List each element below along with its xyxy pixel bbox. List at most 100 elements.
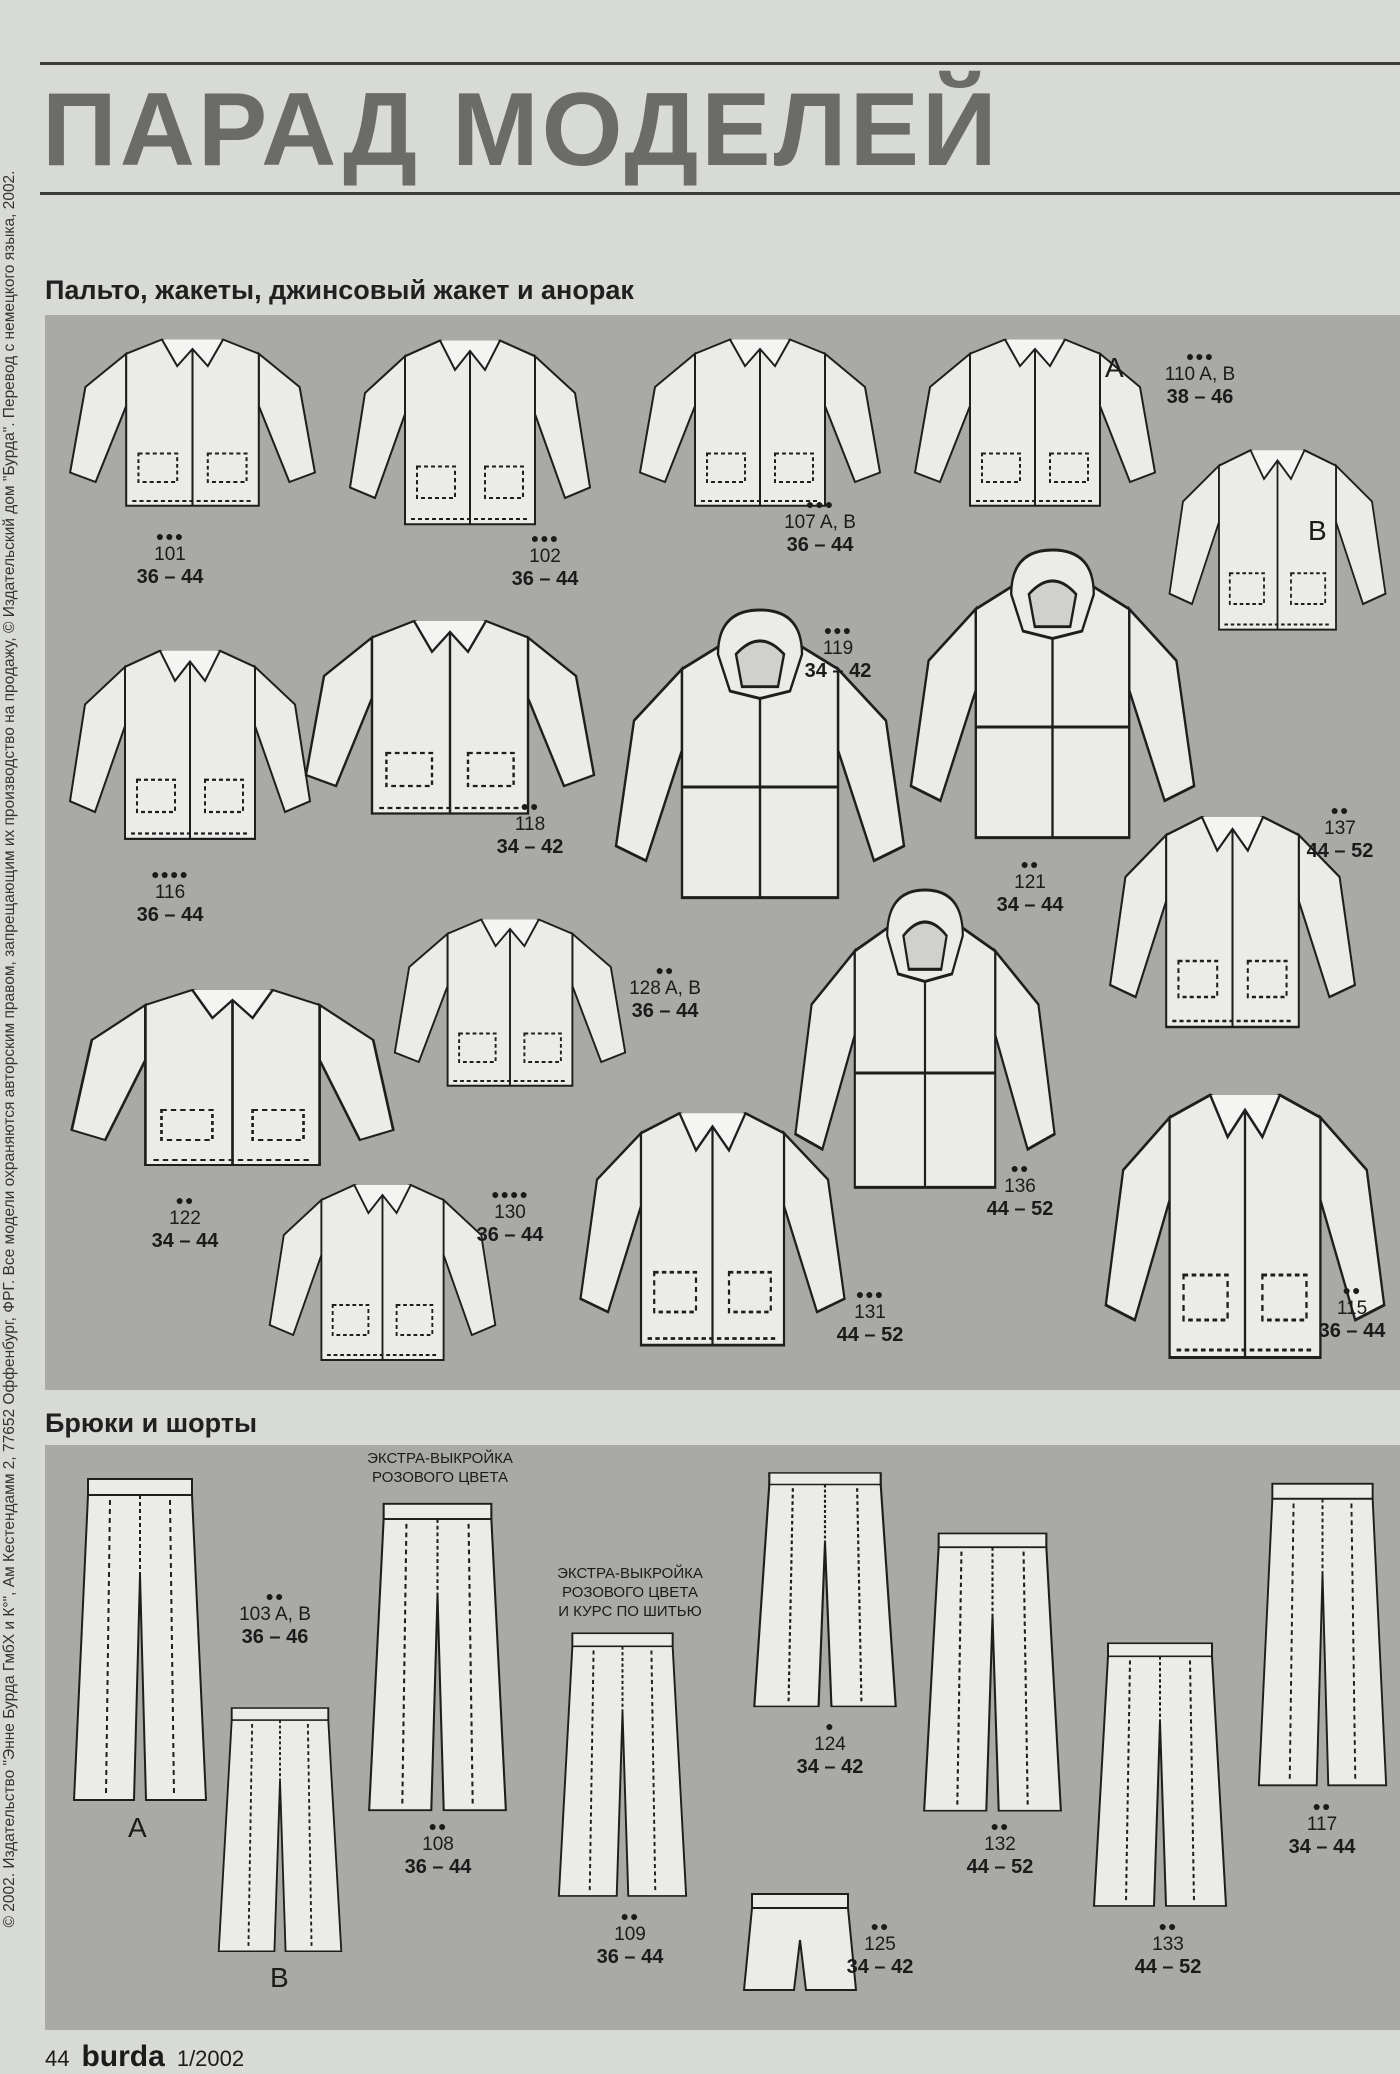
variant-a-label: A xyxy=(1105,352,1124,383)
trousers-103a-drawing[interactable] xyxy=(70,1475,210,1805)
difficulty-dots: ●● xyxy=(265,1588,285,1604)
page-title: ПАРАД МОДЕЛЕЙ xyxy=(42,72,1000,188)
difficulty-dots: ●● xyxy=(175,1192,195,1208)
anorak-121-drawing[interactable] xyxy=(905,548,1200,845)
difficulty-dots: ●●●● xyxy=(491,1186,529,1202)
jacket-102-drawing[interactable] xyxy=(345,330,595,540)
variant-b-label: B xyxy=(1308,515,1327,546)
size-range: 34 – 42 xyxy=(496,835,564,858)
model-number: 101 xyxy=(154,544,186,566)
model-number: 131 xyxy=(854,1302,886,1324)
trousers-109-drawing[interactable] xyxy=(555,1630,690,1900)
side-copyright: © 2002. Издательство "Энне Бурда ГмбХ и … xyxy=(1,170,18,1928)
model-number: 137 xyxy=(1324,818,1356,840)
size-range: 34 – 44 xyxy=(996,893,1064,916)
model-number: 115 xyxy=(1336,1298,1368,1320)
model-number: 118 xyxy=(514,814,546,836)
model-number: 110 A, B xyxy=(1164,364,1236,386)
jacket-128-drawing[interactable] xyxy=(390,910,630,1100)
variant-b-label: B xyxy=(270,1962,289,1993)
model-number: 117 xyxy=(1306,1814,1338,1836)
size-range: 36 – 44 xyxy=(1318,1319,1386,1342)
difficulty-dots: ●●●● xyxy=(151,866,189,882)
size-range: 36 – 44 xyxy=(404,1855,472,1878)
difficulty-dots: ●●● xyxy=(823,622,853,638)
model-number: 116 xyxy=(154,882,186,904)
difficulty-dots: ●● xyxy=(1158,1918,1178,1934)
note-line: ЭКСТРА-ВЫКРОЙКА xyxy=(557,1565,703,1582)
model-number: 119 xyxy=(822,638,854,660)
model-number: 133 xyxy=(1152,1934,1184,1956)
model-number: 136 xyxy=(1004,1176,1036,1198)
difficulty-dots: ●● xyxy=(428,1818,448,1834)
size-range: 36 – 44 xyxy=(786,533,854,556)
model-number: 107 A, B xyxy=(784,512,856,534)
note-line: РОЗОВОГО ЦВЕТА xyxy=(372,1468,508,1486)
jacket-118-drawing[interactable] xyxy=(300,610,600,830)
jacket-101-drawing[interactable] xyxy=(65,330,320,520)
size-range: 34 – 42 xyxy=(804,659,872,682)
jacket-116-drawing[interactable] xyxy=(65,640,315,855)
jacket-122-drawing[interactable] xyxy=(65,980,400,1180)
difficulty-dots: ●● xyxy=(1330,802,1350,818)
model-number: 121 xyxy=(1014,872,1046,894)
trousers-108-drawing[interactable] xyxy=(365,1500,510,1815)
shorts-125-drawing[interactable] xyxy=(740,1890,860,1995)
model-number: 132 xyxy=(984,1834,1016,1856)
note-line: ЭКСТРА-ВЫКРОЙКА xyxy=(367,1450,513,1467)
jacket-107-drawing[interactable] xyxy=(635,330,885,520)
trousers-117-drawing[interactable] xyxy=(1255,1480,1390,1790)
model-number: 128 A, B xyxy=(629,978,701,1000)
difficulty-dots: ●● xyxy=(1342,1282,1362,1298)
size-range: 44 – 52 xyxy=(836,1323,904,1346)
difficulty-dots: ●●● xyxy=(1185,348,1215,364)
size-range: 34 – 44 xyxy=(1288,1835,1356,1858)
trousers-103b-drawing[interactable] xyxy=(215,1705,345,1955)
difficulty-dots: ● xyxy=(825,1718,835,1734)
difficulty-dots: ●● xyxy=(620,1908,640,1924)
model-number: 125 xyxy=(864,1934,896,1956)
section-heading-jackets: Пальто, жакеты, джинсовый жакет и анорак xyxy=(45,275,634,305)
brand-logo: burda xyxy=(81,2040,165,2073)
coat-131-drawing[interactable] xyxy=(575,1100,850,1365)
model-number: 122 xyxy=(169,1208,201,1230)
title-rule-bottom xyxy=(40,192,1400,195)
difficulty-dots: ●● xyxy=(1010,1160,1030,1176)
jacket-130-drawing[interactable] xyxy=(265,1175,500,1375)
difficulty-dots: ●●● xyxy=(855,1286,885,1302)
trousers-132-drawing[interactable] xyxy=(920,1530,1065,1815)
difficulty-dots: ●● xyxy=(990,1818,1010,1834)
trousers-124-drawing[interactable] xyxy=(750,1470,900,1710)
size-range: 36 – 44 xyxy=(511,567,579,590)
difficulty-dots: ●●● xyxy=(155,528,185,544)
trousers-133-drawing[interactable] xyxy=(1090,1640,1230,1910)
size-range: 36 – 46 xyxy=(241,1625,309,1648)
page-number: 44 xyxy=(45,2046,70,2071)
size-range: 36 – 44 xyxy=(631,999,699,1022)
variant-a-label: A xyxy=(128,1812,147,1843)
size-range: 34 – 42 xyxy=(796,1755,864,1778)
difficulty-dots: ●● xyxy=(870,1918,890,1934)
title-rule-top xyxy=(40,62,1400,65)
